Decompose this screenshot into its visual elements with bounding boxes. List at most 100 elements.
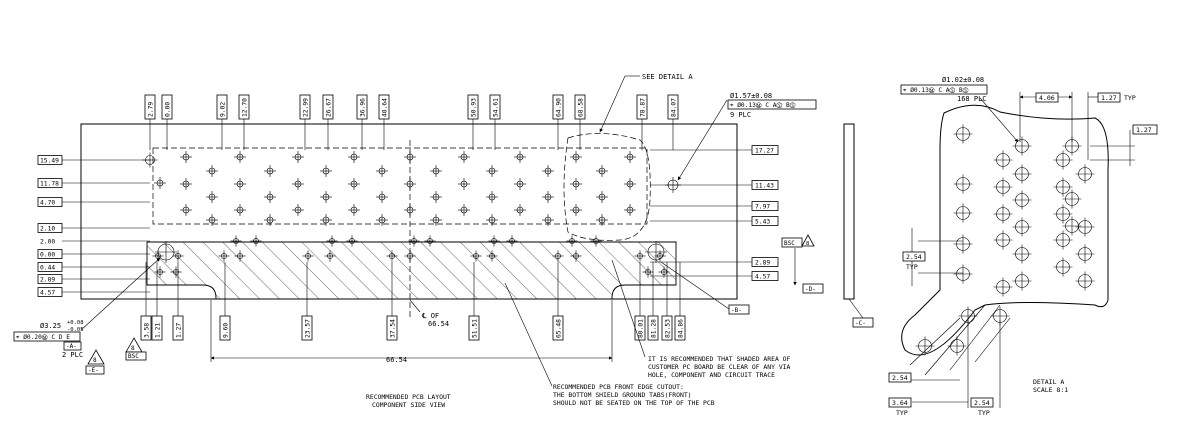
top-dim-text: 50.93 (471, 98, 478, 117)
dim-127-box (1097, 92, 1121, 103)
right-dim-text: 2.89 (755, 260, 770, 267)
small-callout-tol-minus: -0.05 (67, 327, 84, 333)
cl-leader (409, 299, 421, 313)
hole-callout-qty: 9 PLC (730, 111, 751, 119)
detail-a-boundary (563, 133, 651, 241)
top-dim-text: 12.70 (242, 98, 249, 117)
datum-e: -E- (88, 367, 99, 374)
bottom-dim-text: 9.60 (223, 323, 230, 338)
dim-127-text: 1.27 (1101, 94, 1117, 102)
left-dim-text: 2.00 (40, 239, 55, 246)
note-shaded-line-3: HOLE, COMPONENT AND CIRCUIT TRACE (648, 371, 775, 379)
bottom-dim-text: 23.57 (305, 319, 312, 338)
bsc-text-1: BSC (128, 353, 139, 360)
top-dim-text: 64.90 (556, 98, 563, 117)
dim-254-left-box (902, 251, 926, 262)
dim-127-side-box (1132, 124, 1158, 135)
note-shaded-line-2: CUSTOMER PC BOARD BE CLEAR OF ANY VIA (648, 363, 791, 371)
dim-364-typ: TYP (896, 409, 908, 417)
dim-364-text: 3.64 (892, 399, 908, 407)
hole-callout-frame: ⌖ Ø0.13Ⓜ C AⓈ BⓈ (730, 101, 796, 109)
left-dim-text: 15.49 (40, 158, 59, 165)
top-dim-text: 9.02 (220, 102, 227, 117)
dim-364-box (888, 397, 912, 408)
datum-d: -D- (805, 286, 816, 293)
detail-hatch-3 (909, 317, 961, 366)
left-dim-text: 11.78 (40, 181, 59, 188)
bsc-box-2 (781, 237, 803, 248)
dim-254-br-typ: TYP (978, 409, 990, 417)
datum-e-box (85, 365, 105, 375)
left-dim-text: 0.00 (40, 252, 55, 259)
hole-callout-leader (677, 99, 728, 181)
right-dim-text: 5.43 (755, 219, 770, 226)
detail-hole-dia: Ø1.02±0.08 (942, 76, 984, 84)
left-dim-text: 0.44 (40, 265, 55, 272)
detail-hatch-4 (974, 317, 1011, 363)
small-callout-tol-plus: +0.08 (67, 320, 84, 326)
dim-254-bottom-text: 2.54 (892, 374, 908, 382)
datum-d-box (802, 283, 824, 294)
detail-hole-frame: ⌖ Ø0.13Ⓜ C AⓈ BⓈ (903, 86, 969, 94)
left-dim-text: 4.70 (40, 200, 55, 207)
shaded-keepout-area (146, 241, 677, 300)
datum-c-leader (848, 298, 864, 319)
top-dim-text: 54.61 (493, 98, 500, 117)
detail-title: DETAIL A (1033, 378, 1064, 386)
top-dim-text: 84.07 (671, 98, 678, 117)
note-front-line-1: RECOMMENDED PCB FRONT EDGE CUTOUT: (553, 383, 684, 391)
bottom-dim-text: 81.28 (651, 319, 658, 338)
side-view-profile (843, 123, 855, 300)
top-dim-text: 40.64 (382, 98, 389, 117)
datum-a: -A- (66, 343, 77, 350)
right-dim-text: 4.57 (755, 274, 770, 281)
flag-2-number: 8 (131, 345, 135, 352)
small-callout-frame: ⌖ Ø0.20Ⓜ C D E (16, 333, 70, 341)
top-dim-text: 22.99 (303, 98, 310, 117)
right-dim-text: 17.27 (755, 148, 774, 155)
see-detail-text: SEE DETAIL A (642, 73, 693, 81)
dim-254-br-text: 2.54 (974, 399, 990, 407)
caption-line-1: RECOMMENDED PCB LAYOUT (366, 393, 451, 401)
datum-a-box (63, 341, 82, 351)
left-dim-text: 2.89 (40, 277, 55, 284)
bottom-dim-text: 51.51 (472, 319, 479, 338)
detail-hole-array (915, 124, 1095, 356)
top-dim-text: 2.79 (148, 102, 155, 117)
see-detail-leader (599, 75, 626, 133)
flag-3-number: 8 (806, 241, 809, 247)
hole-callout-frame-box (727, 99, 817, 110)
detail-hole-frame-box (900, 84, 988, 95)
top-dim-text: 36.96 (360, 98, 367, 117)
bottom-dim-text: 37.54 (390, 319, 397, 338)
left-dim-text: 4.57 (40, 290, 55, 297)
detail-view: Ø1.02±0.08 ⌖ Ø0.13Ⓜ C AⓈ BⓈ 168 PLC 4.06… (888, 76, 1158, 417)
main-caption: RECOMMENDED PCB LAYOUT COMPONENT SIDE VI… (366, 393, 451, 409)
bottom-dim-text: 3.58 (144, 323, 151, 338)
small-callout-qty: 2 PLC (62, 351, 83, 359)
top-dim-text: 0.00 (165, 102, 172, 117)
bottom-dim-text: 84.86 (678, 319, 685, 338)
bottom-dim-text: 65.48 (556, 319, 563, 338)
flag-triangle-3 (801, 234, 815, 247)
note-front-line-2: THE BOTTOM SHIELD GROUND TABS(FRONT) (553, 391, 692, 399)
datum-b: -B- (731, 307, 742, 314)
left-dimensions: 15.49 11.78 4.70 2.10 2.00 0.00 0.44 2.89 4.57 (37, 155, 150, 297)
cl-label: ℄ OF (421, 312, 439, 320)
hole-callout-dia: Ø1.57±0.08 (730, 92, 772, 100)
detail-outline (901, 104, 1109, 356)
detail-hole-qty: 168 PLC (957, 95, 987, 103)
right-dim-text: 11.43 (755, 183, 774, 190)
datum-b-box (728, 304, 750, 315)
note-front-line-3: SHOULD NOT BE SEATED ON THE TOP OF THE P… (553, 399, 715, 407)
dim-406-text: 4.06 (1039, 94, 1055, 102)
small-callout-frame-box (13, 331, 81, 342)
dim-406-box (1035, 92, 1059, 103)
left-dim-text: 2.10 (40, 226, 55, 233)
bottom-dim-text: 82.53 (665, 319, 672, 338)
cl-value: 66.54 (428, 320, 449, 328)
